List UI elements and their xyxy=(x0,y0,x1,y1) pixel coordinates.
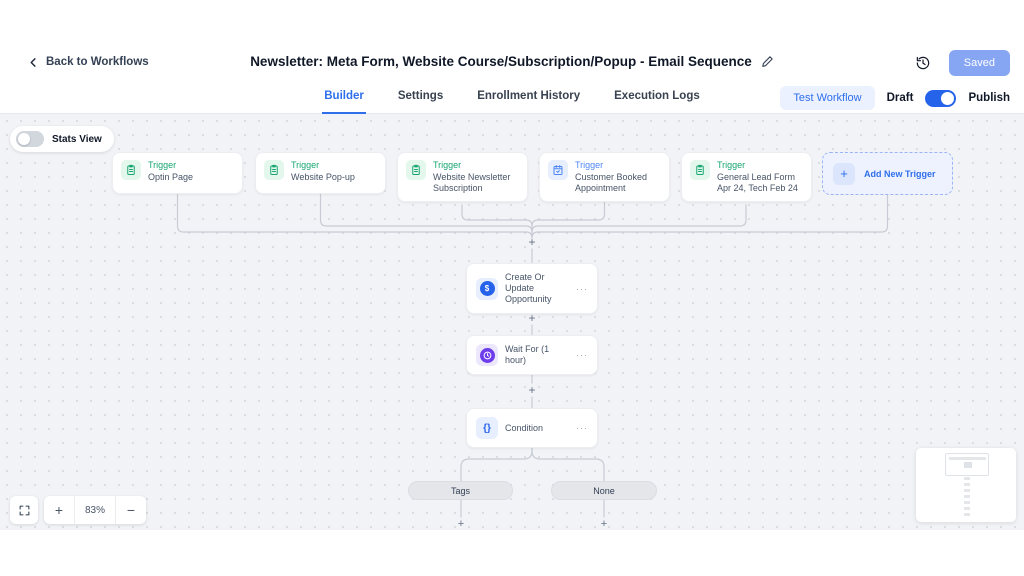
stats-view-label: Stats View xyxy=(52,133,102,145)
minimap-node-chain xyxy=(964,477,970,519)
toggle-knob xyxy=(941,91,955,105)
minimap-viewport[interactable] xyxy=(945,453,989,476)
connector-lines xyxy=(176,193,889,518)
header: Back to Workflows Newsletter: Meta Form,… xyxy=(0,0,1024,82)
node-create-or-update-opportunity[interactable]: $ Create Or Update Opportunity ··· xyxy=(466,263,598,314)
add-step-plus-icon[interactable]: + xyxy=(528,311,536,325)
clipboard-icon xyxy=(121,160,141,180)
node-wait-for[interactable]: Wait For (1 hour) ··· xyxy=(466,335,598,375)
fullscreen-expand-button[interactable] xyxy=(10,496,38,524)
clipboard-icon xyxy=(690,160,710,180)
minimap[interactable] xyxy=(916,448,1016,522)
node-menu-ellipsis[interactable]: ··· xyxy=(576,423,588,433)
tab-builder[interactable]: Builder xyxy=(322,82,366,114)
node-name: Condition xyxy=(505,422,544,433)
trigger-type-label: Trigger xyxy=(717,160,746,170)
trigger-name: General Lead Form Apr 24, Tech Feb 24 xyxy=(717,172,798,193)
zoom-level-label: 83% xyxy=(74,496,116,524)
zoom-out-button[interactable]: − xyxy=(126,502,136,518)
node-menu-ellipsis[interactable]: ··· xyxy=(576,283,588,294)
trigger-type-label: Trigger xyxy=(433,160,462,170)
node-name: Wait For (1 hour) xyxy=(505,344,550,365)
tabs: Builder Settings Enrollment History Exec… xyxy=(0,82,1024,114)
publish-label: Publish xyxy=(968,92,1010,104)
tab-execution-logs[interactable]: Execution Logs xyxy=(614,90,700,102)
braces-icon: {} xyxy=(476,417,498,439)
tab-settings[interactable]: Settings xyxy=(397,90,444,102)
tab-bar: Builder Settings Enrollment History Exec… xyxy=(0,82,1024,114)
toggle-knob xyxy=(18,133,30,145)
test-workflow-button[interactable]: Test Workflow xyxy=(780,86,875,110)
node-name: Create Or Update Opportunity xyxy=(505,272,552,304)
add-step-plus-icon[interactable]: + xyxy=(528,235,536,249)
clock-icon xyxy=(476,344,498,366)
back-to-workflows-link[interactable]: Back to Workflows xyxy=(28,56,149,68)
header-right: Saved xyxy=(915,50,1010,76)
trigger-type-label: Trigger xyxy=(291,160,320,170)
tab-actions: Test Workflow Draft Publish xyxy=(780,82,1010,114)
add-new-trigger-button[interactable]: + Add New Trigger xyxy=(822,152,953,195)
trigger-name: Website Pop-up xyxy=(291,172,355,182)
clipboard-icon xyxy=(406,160,426,180)
publish-toggle[interactable] xyxy=(925,89,957,107)
add-step-plus-icon[interactable]: + xyxy=(528,383,536,397)
zoom-controls: + 83% − xyxy=(44,496,146,524)
branch-pill-tags[interactable]: Tags xyxy=(408,481,513,500)
tab-enrollment-history[interactable]: Enrollment History xyxy=(477,90,581,102)
node-condition[interactable]: {} Condition ··· xyxy=(466,408,598,448)
trigger-type-label: Trigger xyxy=(575,160,604,170)
stats-view-pill: Stats View xyxy=(10,126,114,152)
clipboard-icon xyxy=(264,160,284,180)
add-step-plus-icon[interactable]: + xyxy=(457,518,465,530)
node-menu-ellipsis[interactable]: ··· xyxy=(576,350,588,360)
back-label: Back to Workflows xyxy=(46,56,149,68)
title-wrap: Newsletter: Meta Form, Website Course/Su… xyxy=(0,54,1024,69)
trigger-name: Website Newsletter Subscription xyxy=(433,172,511,193)
chevron-left-icon xyxy=(28,57,39,68)
history-icon[interactable] xyxy=(915,55,931,71)
workflow-title: Newsletter: Meta Form, Website Course/Su… xyxy=(250,54,752,69)
branch-pill-none[interactable]: None xyxy=(551,481,657,500)
plus-icon: + xyxy=(833,162,855,185)
trigger-name: Optin Page xyxy=(148,172,194,182)
add-new-trigger-label: Add New Trigger xyxy=(864,168,936,179)
expand-icon xyxy=(18,504,31,517)
opportunity-dollar-icon: $ xyxy=(476,277,498,300)
saved-button[interactable]: Saved xyxy=(948,50,1010,76)
trigger-name: Customer Booked Appointment xyxy=(575,172,648,193)
draft-label: Draft xyxy=(886,92,914,104)
calendar-check-icon xyxy=(548,160,568,180)
trigger-type-label: Trigger xyxy=(148,160,177,170)
add-step-plus-icon[interactable]: + xyxy=(600,518,608,530)
edit-title-pencil-icon[interactable] xyxy=(761,55,774,68)
stats-view-toggle[interactable] xyxy=(16,131,44,147)
bottom-strip xyxy=(0,530,1024,576)
zoom-in-button[interactable]: + xyxy=(54,502,64,518)
